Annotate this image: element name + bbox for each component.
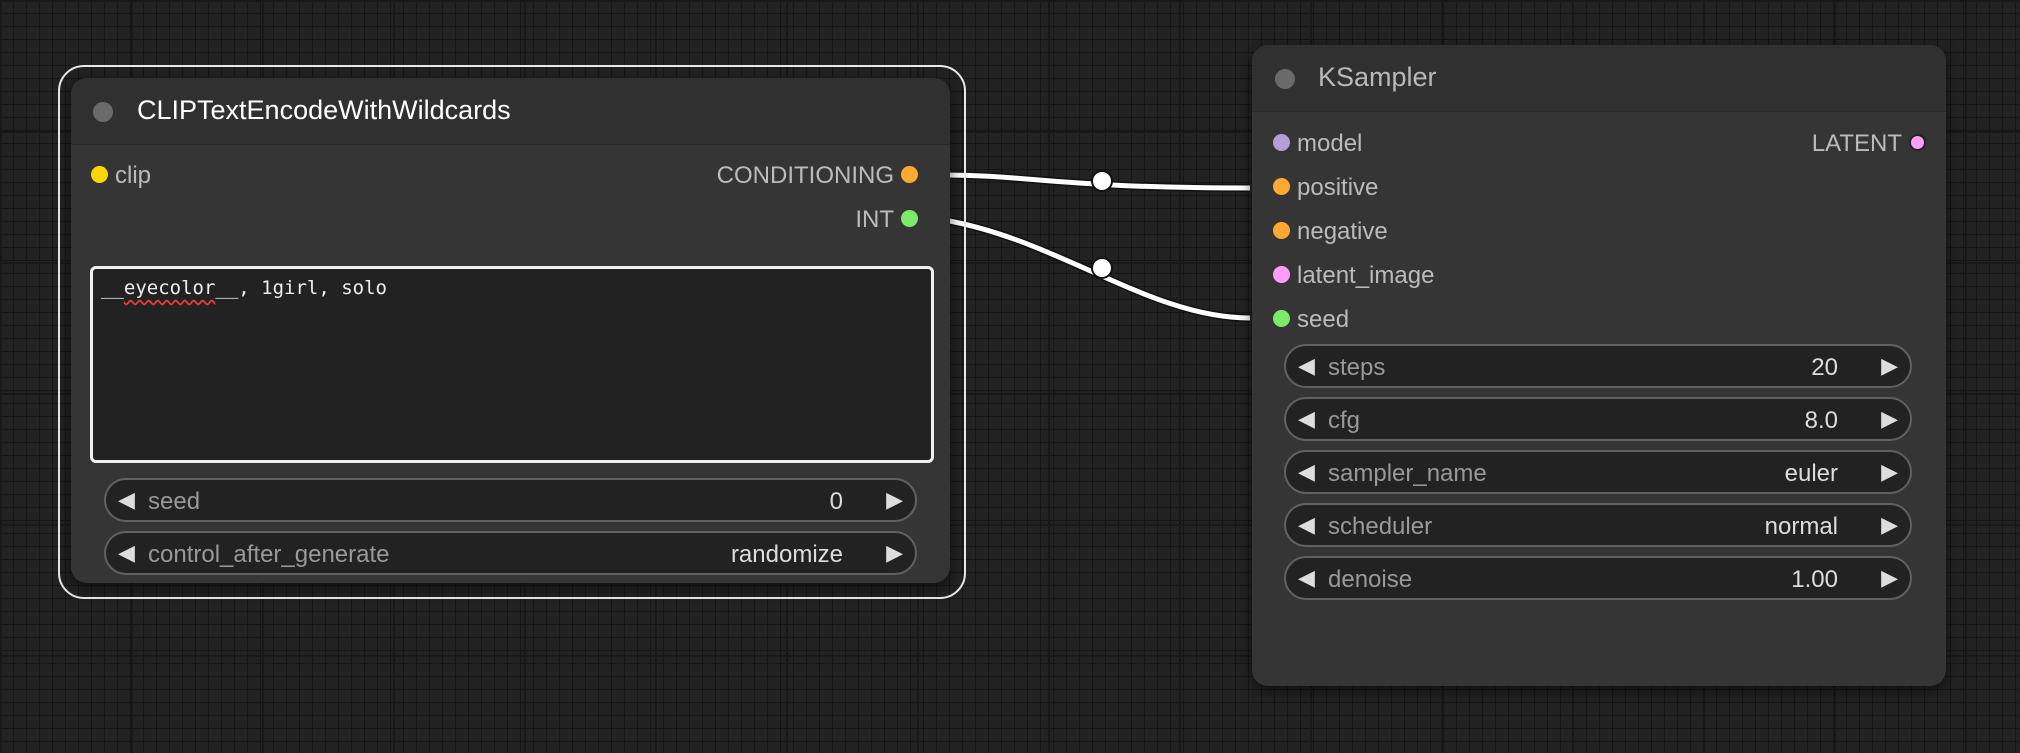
slot-label: LATENT	[1811, 130, 1902, 157]
link-int-seed	[943, 216, 1251, 322]
decrement-arrow-icon[interactable]: ◀	[118, 540, 135, 565]
widget-control-after-generate[interactable]: ◀ control_after_generate randomize ▶	[104, 531, 917, 575]
slot-label: negative	[1297, 218, 1388, 245]
increment-arrow-icon[interactable]: ▶	[886, 540, 903, 565]
increment-arrow-icon[interactable]: ▶	[1881, 406, 1898, 431]
positive-slot-dot[interactable]	[1273, 178, 1290, 195]
int-slot-dot[interactable]	[901, 210, 918, 227]
slot-label: CONDITIONING	[716, 162, 894, 189]
widget-label: steps	[1328, 354, 1386, 381]
model-slot-dot[interactable]	[1273, 134, 1290, 151]
widget-cfg[interactable]: ◀ cfg 8.0 ▶	[1284, 397, 1912, 441]
input-slot-latent-image[interactable]: latent_image	[1273, 262, 1435, 290]
slot-label: latent_image	[1297, 262, 1435, 289]
widget-label: sampler_name	[1328, 460, 1487, 487]
increment-arrow-icon[interactable]: ▶	[886, 487, 903, 512]
input-slot-clip[interactable]: clip	[91, 162, 152, 190]
slot-label: INT	[855, 206, 894, 233]
latent-slot-dot[interactable]	[1909, 134, 1926, 151]
widget-value: 1.00	[1791, 566, 1838, 593]
link-conditioning-positive	[943, 171, 1251, 192]
widget-scheduler[interactable]: ◀ scheduler normal ▶	[1284, 503, 1912, 547]
slot-label: seed	[1297, 306, 1350, 333]
decrement-arrow-icon[interactable]: ◀	[1298, 406, 1315, 431]
conditioning-slot-dot[interactable]	[901, 166, 918, 183]
slot-label: clip	[115, 162, 152, 189]
output-slot-conditioning[interactable]: CONDITIONING	[716, 162, 918, 190]
prompt-text: __, 1girl, solo	[215, 277, 387, 299]
widget-label: seed	[148, 488, 201, 515]
node-title: CLIPTextEncodeWithWildcards	[137, 95, 511, 125]
input-slot-model[interactable]: model	[1273, 130, 1363, 158]
node-selection-outline	[58, 65, 966, 599]
widget-value: euler	[1784, 460, 1838, 487]
input-slot-seed[interactable]: seed	[1273, 306, 1350, 334]
input-slot-positive[interactable]: positive	[1273, 174, 1379, 202]
widget-denoise[interactable]: ◀ denoise 1.00 ▶	[1284, 556, 1912, 600]
widget-steps[interactable]: ◀ steps 20 ▶	[1284, 344, 1912, 388]
node-title: KSampler	[1318, 62, 1437, 92]
slot-label: model	[1297, 130, 1363, 157]
seed-slot-dot[interactable]	[1273, 310, 1290, 327]
decrement-arrow-icon[interactable]: ◀	[1298, 459, 1315, 484]
widget-value: normal	[1764, 513, 1838, 540]
link-center-marker	[1091, 257, 1113, 279]
link-center-marker	[1091, 170, 1113, 192]
widget-label: denoise	[1328, 566, 1413, 593]
negative-slot-dot[interactable]	[1273, 222, 1290, 239]
output-slot-latent[interactable]: LATENT	[1811, 130, 1926, 158]
clip-slot-dot[interactable]	[91, 166, 108, 183]
widget-label: control_after_generate	[148, 541, 390, 568]
widget-value: 20	[1811, 354, 1838, 381]
output-slot-int[interactable]: INT	[855, 206, 918, 234]
collapse-toggle[interactable]	[1275, 69, 1295, 89]
decrement-arrow-icon[interactable]: ◀	[1298, 512, 1315, 537]
widget-label: cfg	[1328, 407, 1361, 434]
widget-value: 0	[829, 488, 843, 515]
increment-arrow-icon[interactable]: ▶	[1881, 512, 1898, 537]
node-title-bar[interactable]: KSampler	[1252, 45, 1946, 112]
node-clip-text-encode[interactable]: CLIPTextEncodeWithWildcards clip CONDITI…	[71, 78, 950, 583]
increment-arrow-icon[interactable]: ▶	[1881, 459, 1898, 484]
widget-seed[interactable]: ◀ seed 0 ▶	[104, 478, 917, 522]
collapse-toggle[interactable]	[93, 102, 113, 122]
latent-image-slot-dot[interactable]	[1273, 266, 1290, 283]
widget-sampler-name[interactable]: ◀ sampler_name euler ▶	[1284, 450, 1912, 494]
increment-arrow-icon[interactable]: ▶	[1881, 565, 1898, 590]
prompt-textarea[interactable]: __eyecolor__, 1girl, solo	[90, 266, 934, 463]
node-ksampler[interactable]: KSampler model positive negative latent_…	[1252, 45, 1946, 686]
slot-label: positive	[1297, 174, 1379, 201]
decrement-arrow-icon[interactable]: ◀	[1298, 353, 1315, 378]
decrement-arrow-icon[interactable]: ◀	[1298, 565, 1315, 590]
decrement-arrow-icon[interactable]: ◀	[118, 487, 135, 512]
node-title-bar[interactable]: CLIPTextEncodeWithWildcards	[71, 78, 950, 145]
widget-label: scheduler	[1328, 513, 1433, 540]
misspelled-word: eyecolor	[123, 277, 216, 299]
widget-value: 8.0	[1804, 407, 1838, 434]
widget-value: randomize	[730, 541, 843, 568]
input-slot-negative[interactable]: negative	[1273, 218, 1388, 246]
increment-arrow-icon[interactable]: ▶	[1881, 353, 1898, 378]
